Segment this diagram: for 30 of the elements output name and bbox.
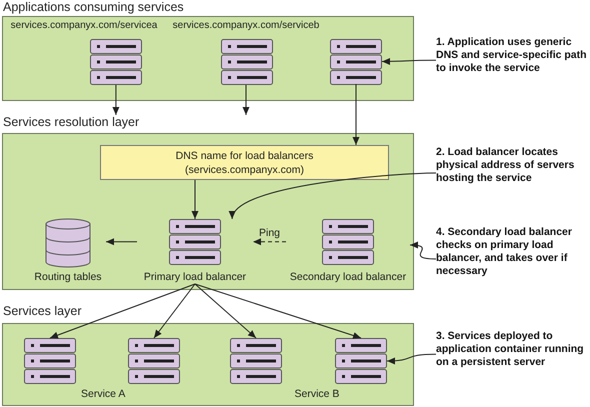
leader-arrow bbox=[232, 172, 436, 220]
arrow bbox=[154, 284, 196, 338]
layer-title: Services layer bbox=[3, 304, 82, 319]
arrow bbox=[352, 84, 360, 146]
layer-title: Services resolution layer bbox=[3, 115, 140, 130]
annotation-text: 1. Application uses generic DNS and service-specific path to invoke the service bbox=[436, 36, 590, 90]
node-label: Primary load balancer bbox=[142, 271, 248, 284]
arrow bbox=[194, 284, 256, 338]
leader-arrow bbox=[410, 242, 436, 260]
annotation-text: 3. Services deployed to application container running on a persistent server bbox=[436, 330, 590, 384]
process-box: DNS name for load balancers (services.companyx.com) bbox=[100, 145, 389, 180]
service-label: Service A bbox=[81, 388, 126, 401]
node-label: Secondary load balancer bbox=[288, 271, 408, 284]
arrow bbox=[192, 180, 198, 220]
edge-label: Ping bbox=[259, 226, 280, 239]
leader-arrow bbox=[386, 354, 436, 364]
arrow bbox=[194, 284, 362, 339]
layer-title: Applications consuming services bbox=[3, 0, 184, 15]
node-label: services.companyx.com/serviceb bbox=[172, 19, 320, 32]
annotation-text: 4. Secondary load balancer checks on primary load balancer, and takes over if necessary bbox=[436, 226, 590, 292]
arrow bbox=[242, 84, 250, 116]
annotation-text: 2. Load balancer locates physical address of servers hosting the service bbox=[436, 146, 590, 200]
node-label: services.companyx.com/servicea bbox=[10, 19, 158, 32]
service-label: Service B bbox=[294, 388, 340, 401]
arrow bbox=[112, 84, 120, 116]
leader-arrow bbox=[382, 58, 436, 65]
node-label: Routing tables bbox=[33, 271, 103, 284]
dashed-arrow bbox=[252, 238, 286, 246]
arrow bbox=[106, 238, 138, 246]
arrow bbox=[50, 284, 196, 338]
